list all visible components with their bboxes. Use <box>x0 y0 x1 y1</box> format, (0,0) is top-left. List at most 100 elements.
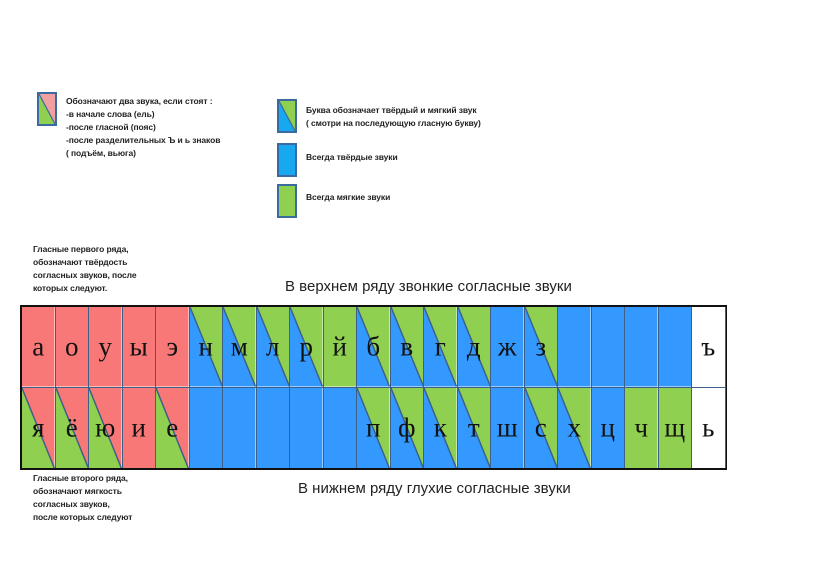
cell-color-icon <box>122 307 155 387</box>
legend-always-soft-text: Всегда мягкие звуки <box>306 192 391 202</box>
cell-color-icon <box>491 387 524 468</box>
letter-cell <box>323 387 357 468</box>
cell-letter: д <box>466 331 481 362</box>
letter-cell: д <box>457 307 491 388</box>
letter-cell: ш <box>491 387 525 468</box>
cell-color-icon <box>89 387 122 468</box>
cell-letter: щ <box>664 412 686 443</box>
cell-letter: й <box>332 331 347 362</box>
letter-cell: э <box>156 307 190 388</box>
letter-cell: е <box>156 387 190 468</box>
letter-cell <box>256 387 290 468</box>
cell-letter: б <box>366 331 381 362</box>
cell-color-icon <box>256 387 289 468</box>
letter-cell: с <box>524 387 558 468</box>
letter-cell: ь <box>692 387 726 468</box>
legend-hard-soft-text: Буква обозначает твёрдый и мягкий звук (… <box>306 105 481 128</box>
green-solid-icon <box>277 184 297 218</box>
cell-color-icon <box>223 307 256 387</box>
cell-letter: х <box>567 412 582 443</box>
letter-cell: з <box>524 307 558 388</box>
cell-color-icon <box>323 387 356 468</box>
letter-cell: ф <box>390 387 424 468</box>
cell-color-icon <box>424 307 457 387</box>
cell-color-icon <box>591 387 624 468</box>
letter-cell: т <box>457 387 491 468</box>
letter-cell: м <box>223 307 257 388</box>
letter-cell: в <box>390 307 424 388</box>
letter-cell <box>290 387 324 468</box>
cell-color-icon <box>357 387 390 468</box>
cell-letter: ъ <box>701 331 716 362</box>
cell-color-icon <box>390 387 423 468</box>
letter-cell: ч <box>625 387 659 468</box>
cell-letter: п <box>366 412 381 443</box>
cell-letter: и <box>131 412 146 443</box>
letter-cell: о <box>55 307 89 388</box>
cell-letter: о <box>65 331 79 362</box>
cell-color-icon <box>122 387 155 468</box>
blue-green-split-icon <box>277 99 297 133</box>
letter-cell: ц <box>591 387 625 468</box>
letter-cell <box>625 307 659 388</box>
cell-color-icon <box>457 307 490 387</box>
letter-cell: ё <box>55 387 89 468</box>
cell-color-icon <box>22 307 55 387</box>
cell-color-icon <box>156 387 189 468</box>
cell-letter: ч <box>634 412 649 443</box>
cell-color-icon <box>256 307 289 387</box>
letter-cell: р <box>290 307 324 388</box>
cell-color-icon <box>524 387 557 468</box>
cell-color-icon <box>323 307 356 387</box>
letter-cell: й <box>323 307 357 388</box>
cell-letter: ы <box>129 331 148 362</box>
cell-color-icon <box>491 307 524 387</box>
letter-cell: ы <box>122 307 156 388</box>
cell-color-icon <box>524 307 557 387</box>
cell-color-icon <box>558 387 591 468</box>
cell-letter: р <box>299 331 314 362</box>
letter-cell: б <box>357 307 391 388</box>
pink-green-split-icon <box>37 92 57 126</box>
cell-color-icon <box>156 307 189 387</box>
letter-cell: п <box>357 387 391 468</box>
cell-letter: ь <box>702 412 715 443</box>
cell-color-icon <box>89 307 122 387</box>
cell-color-icon <box>424 387 457 468</box>
letter-cell: и <box>122 387 156 468</box>
cell-letter: з <box>535 331 547 362</box>
letter-cell <box>658 307 692 388</box>
cell-color-icon <box>189 387 222 468</box>
cell-color-icon <box>223 387 256 468</box>
cell-letter: э <box>166 331 179 362</box>
letter-cell <box>189 387 223 468</box>
cell-color-icon <box>692 307 725 387</box>
cell-color-icon <box>558 307 591 387</box>
cell-color-icon <box>55 307 88 387</box>
cell-letter: ж <box>497 331 517 362</box>
letter-cell: у <box>89 307 123 388</box>
second-row-vowels-note: Гласные второго ряда, обозначают мягкост… <box>33 473 133 522</box>
cell-letter: ф <box>398 412 416 443</box>
letter-cell: х <box>558 387 592 468</box>
cell-letter: с <box>534 412 547 443</box>
cell-color-icon <box>457 387 490 468</box>
cell-letter: к <box>433 412 447 443</box>
letter-cell: я <box>22 387 56 468</box>
legend-always-hard-text: Всегда твёрдые звуки <box>306 152 398 162</box>
letter-cell: к <box>424 387 458 468</box>
cell-letter: в <box>400 331 414 362</box>
cell-letter: ё <box>65 412 78 443</box>
blue-solid-icon <box>277 143 297 177</box>
cell-color-icon <box>658 387 691 468</box>
cell-letter: ш <box>496 412 518 443</box>
cell-letter: л <box>266 331 280 362</box>
letter-cell: щ <box>658 387 692 468</box>
letter-cell: л <box>256 307 290 388</box>
top-row-title: В верхнем ряду звонкие согласные звуки <box>285 278 572 295</box>
letter-cell <box>558 307 592 388</box>
cell-color-icon <box>658 307 691 387</box>
cell-letter: е <box>166 412 179 443</box>
cell-color-icon <box>625 307 658 387</box>
